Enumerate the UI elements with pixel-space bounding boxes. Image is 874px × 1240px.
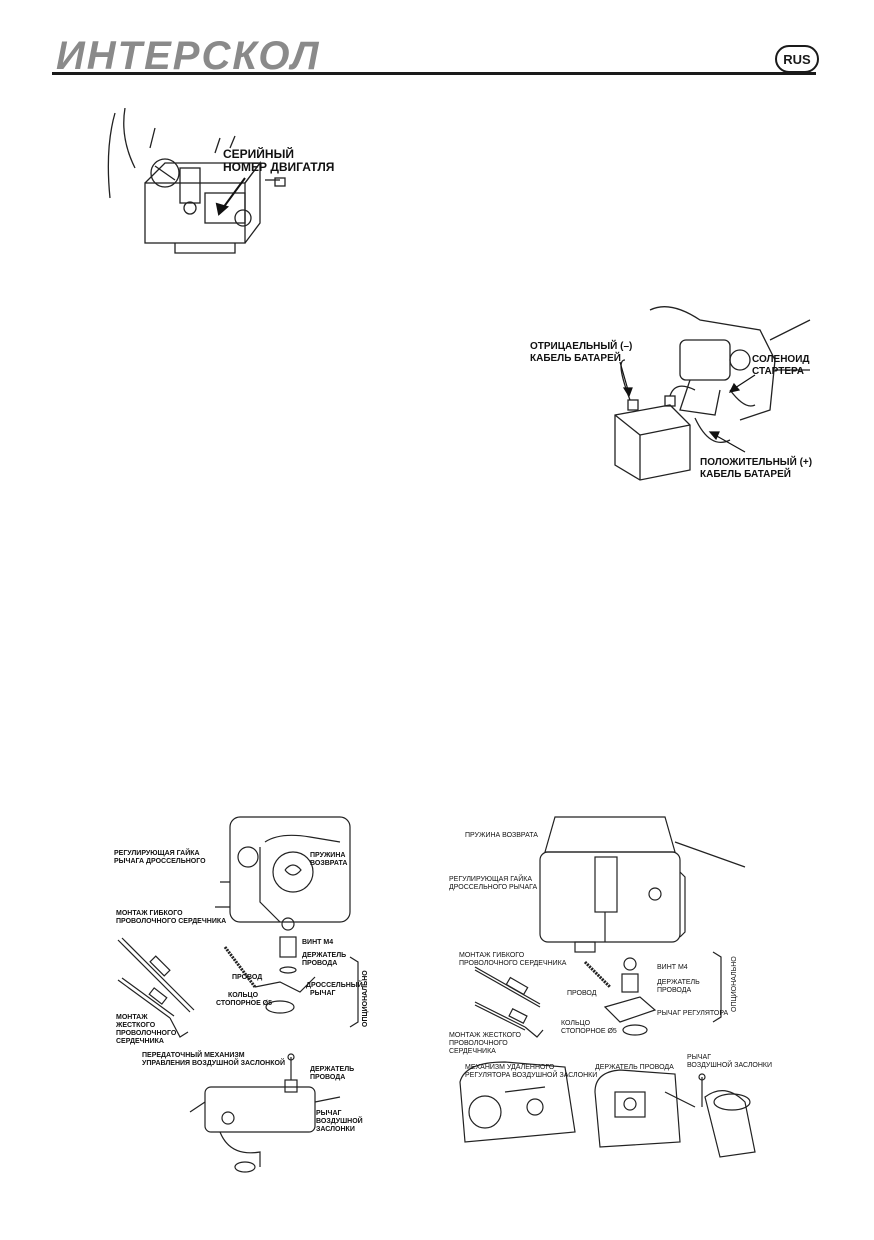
left-spring-line1: ПРУЖИНА bbox=[310, 852, 346, 859]
left-screw: ВИНТ М4 bbox=[302, 939, 334, 946]
left-holder2-line2: ПРОВОДА bbox=[310, 1074, 346, 1081]
header-rule bbox=[52, 72, 816, 75]
right-gov-lever: РЫЧАГ РЕГУЛЯТОРА bbox=[657, 1010, 729, 1017]
figure-engine-serial: СЕРИЙНЫЙ НОМЕР ДВИГАТЛЯ bbox=[95, 108, 355, 258]
right-holder-line1: ДЕРЖАТЕЛЬ bbox=[657, 979, 700, 986]
right-remote-line1: МЕХАНИЗМ УДАЛЕННОГО bbox=[465, 1064, 555, 1071]
right-flex-line1: МОНТАЖ ГИБКОГО bbox=[459, 952, 525, 959]
left-ring-line1: КОЛЬЦО bbox=[228, 992, 259, 999]
left-rigid-line3: ПРОВОЛОЧНОГО bbox=[116, 1030, 177, 1037]
left-flex-line1: МОНТАЖ ГИБКОГО bbox=[116, 910, 183, 917]
right-nut-line1: РЕГУЛИРУЮЩАЯ ГАЙКА bbox=[449, 876, 533, 883]
right-spring: ПРУЖИНА ВОЗВРАТА bbox=[465, 832, 538, 839]
left-rigid-line1: МОНТАЖ bbox=[116, 1014, 148, 1021]
left-nut-line2: РЫЧАГА ДРОССЕЛЬНОГО bbox=[114, 858, 206, 865]
left-holder2-line1: ДЕРЖАТЕЛЬ bbox=[310, 1066, 355, 1073]
right-remote-line2: РЕГУЛЯТОРА ВОЗДУШНОЙ ЗАСЛОНКИ bbox=[465, 1072, 598, 1079]
right-screw: ВИНТ М4 bbox=[657, 964, 688, 971]
right-choke-lever-line2: ВОЗДУШНОЙ ЗАСЛОНКИ bbox=[687, 1062, 773, 1069]
left-choke-lever-line1: РЫЧАГ bbox=[316, 1110, 342, 1117]
right-choke-lever-line1: РЫЧАГ bbox=[687, 1054, 711, 1061]
left-choke-lever-line2: ВОЗДУШНОЙ bbox=[316, 1118, 363, 1125]
serial-label-line1: СЕРИЙНЫЙ bbox=[223, 147, 294, 161]
right-flex-line2: ПРОВОЛОЧНОГО СЕРДЕЧНИКА bbox=[459, 960, 567, 967]
left-choke-mech-line1: ПЕРЕДАТОЧНЫЙ МЕХАНИЗМ bbox=[142, 1052, 245, 1059]
pos-cable-line1: ПОЛОЖИТЕЛЬНЫЙ (+) bbox=[700, 457, 813, 468]
right-optional: ОПЦИОНАЛЬНО bbox=[731, 956, 738, 1012]
throttle-left-illustration bbox=[117, 816, 359, 1173]
left-ring-line2: СТОПОРНОЕ Ø5 bbox=[216, 1000, 273, 1007]
solenoid-line2: СТАРТЕРА bbox=[752, 366, 805, 377]
left-choke-lever-line3: ЗАСЛОНКИ bbox=[316, 1126, 355, 1133]
left-throttle-line2: РЫЧАГ bbox=[310, 990, 336, 997]
right-holder-line2: ПРОВОДА bbox=[657, 987, 692, 994]
left-throttle-line1: ДРОССЕЛЬНЫЙ bbox=[306, 982, 363, 989]
right-holder2: ДЕРЖАТЕЛЬ ПРОВОДА bbox=[595, 1064, 674, 1071]
left-choke-mech-line2: УПРАВЛЕНИЯ ВОЗДУШНОЙ ЗАСЛОНКОЙ bbox=[142, 1060, 285, 1067]
left-flex-line2: ПРОВОЛОЧНОГО СЕРДЕЧНИКА bbox=[116, 918, 227, 925]
pos-cable-line2: КАБЕЛЬ БАТАРЕЙ bbox=[700, 469, 791, 480]
left-wire: ПРОВОД bbox=[232, 974, 263, 981]
battery-illustration bbox=[614, 306, 811, 481]
left-rigid-line2: ЖЕСТКОГО bbox=[116, 1022, 156, 1029]
right-rigid-line2: ПРОВОЛОЧНОГО bbox=[449, 1040, 508, 1047]
solenoid-line1: СОЛЕНОИД bbox=[752, 354, 810, 365]
left-optional: ОПЦИОНАЛЬНО bbox=[362, 970, 369, 1027]
right-nut-line2: ДРОССЕЛЬНОГО РЫЧАГА bbox=[449, 884, 538, 891]
serial-label-line2: НОМЕР ДВИГАТЛЯ bbox=[223, 160, 335, 174]
figure-throttle-right: ПРУЖИНА ВОЗВРАТА РЕГУЛИРУЮЩАЯ ГАЙКА ДРОС… bbox=[445, 812, 775, 1172]
figure-throttle-left: РЕГУЛИРУЮЩАЯ ГАЙКА РЫЧАГА ДРОССЕЛЬНОГО П… bbox=[110, 812, 380, 1182]
right-wire: ПРОВОД bbox=[567, 990, 597, 997]
throttle-right-illustration bbox=[459, 816, 756, 1158]
figure-battery-connection: ОТРИЦАЕЛЬНЫЙ (–) КАБЕЛЬ БАТАРЕЙ СОЛЕНОИД… bbox=[530, 300, 830, 500]
language-badge: RUS bbox=[775, 45, 819, 73]
engine-serial-illustration bbox=[107, 108, 286, 254]
neg-cable-line1: ОТРИЦАЕЛЬНЫЙ (–) bbox=[530, 341, 633, 352]
left-holder-line2: ПРОВОДА bbox=[302, 960, 338, 967]
brand-logo: ИНТЕРСКОЛ bbox=[56, 34, 321, 78]
right-ring-line2: СТОПОРНОЕ Ø5 bbox=[561, 1028, 617, 1035]
left-nut-line1: РЕГУЛИРУЮЩАЯ ГАЙКА bbox=[114, 850, 200, 857]
right-ring-line1: КОЛЬЦО bbox=[561, 1020, 591, 1027]
neg-cable-line2: КАБЕЛЬ БАТАРЕЙ bbox=[530, 353, 621, 364]
right-rigid-line1: МОНТАЖ ЖЕСТКОГО bbox=[449, 1032, 521, 1039]
right-rigid-line3: СЕРДЕЧНИКА bbox=[449, 1048, 496, 1055]
left-spring-line2: ВОЗВРАТА bbox=[310, 860, 348, 867]
left-holder-line1: ДЕРЖАТЕЛЬ bbox=[302, 952, 347, 959]
left-rigid-line4: СЕРДЕЧНИКА bbox=[116, 1038, 164, 1045]
